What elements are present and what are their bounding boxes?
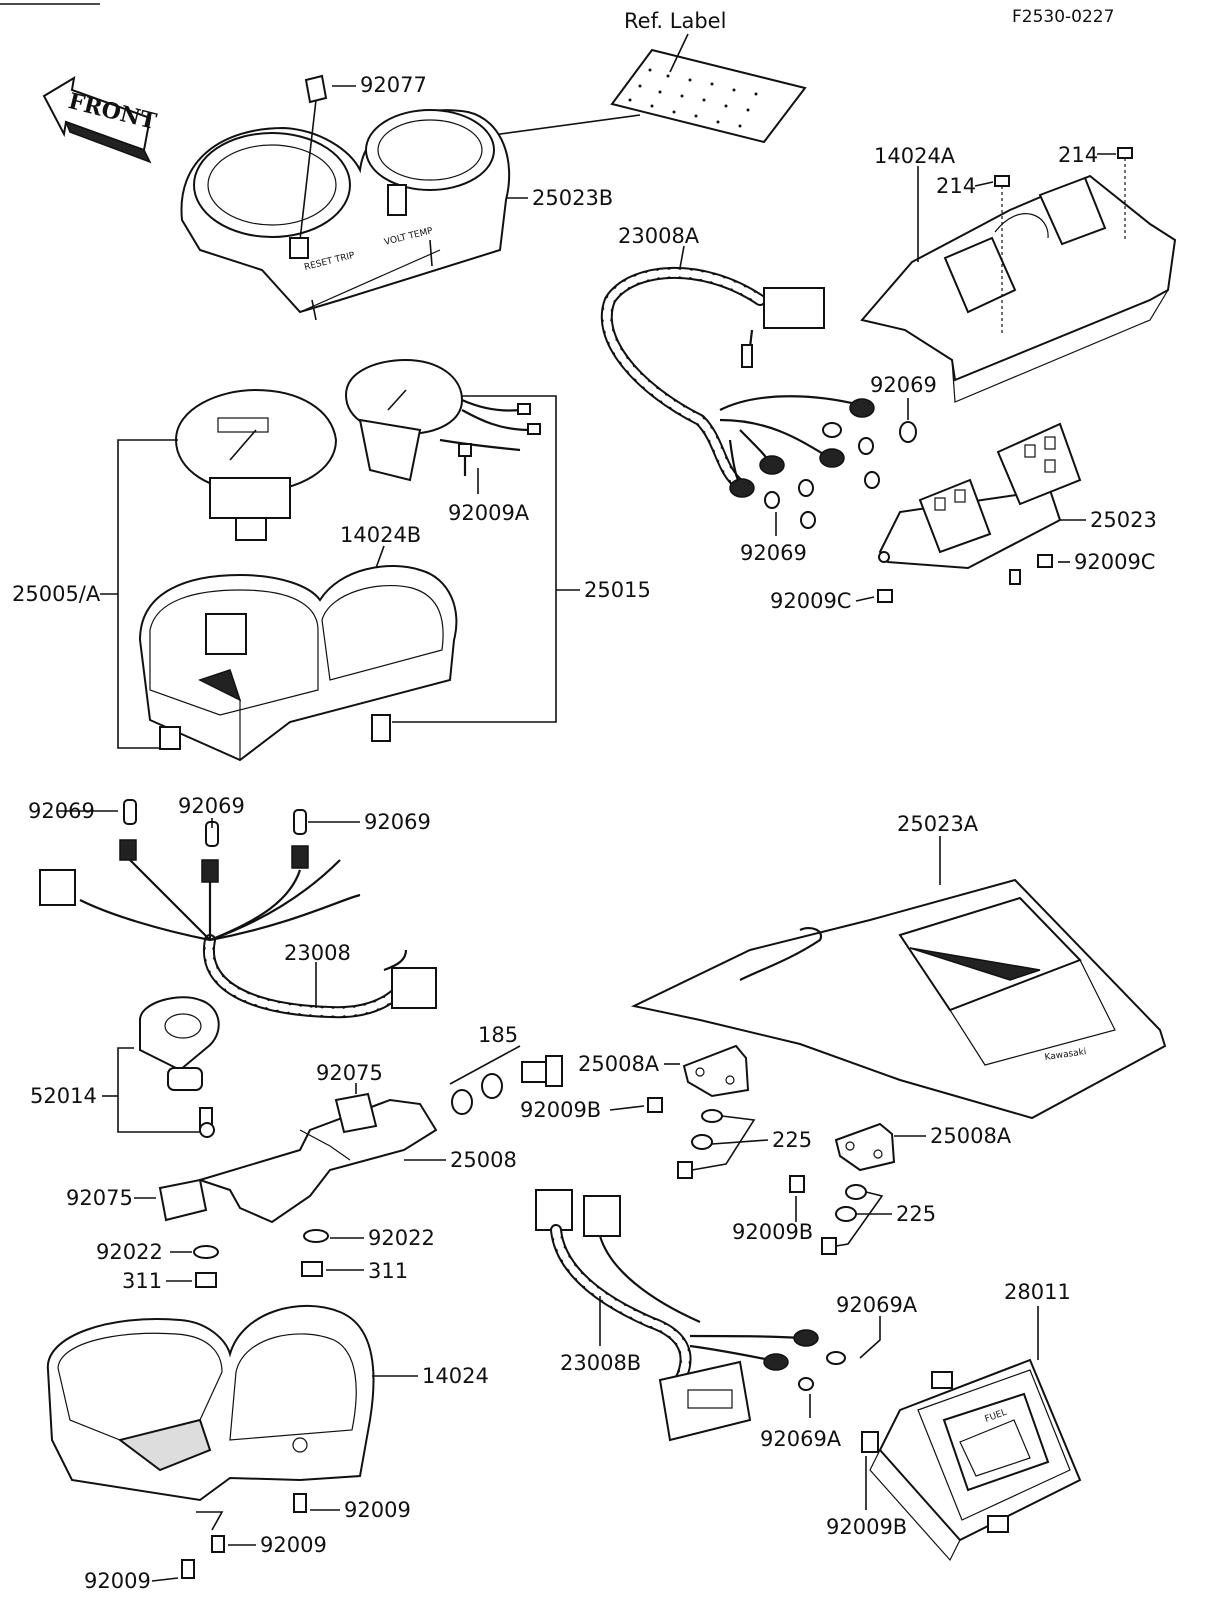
washers-92022-nuts-311 <box>193 1229 329 1288</box>
callout-225-a: 225 <box>772 1128 812 1152</box>
screw-92009C <box>877 554 1053 603</box>
callout-25008A-a: 25008A <box>578 1052 660 1076</box>
callout-25015: 25015 <box>584 578 651 602</box>
screws-92009B-washers-225 <box>647 1097 867 1255</box>
callout-92069-r2: 92069 <box>740 541 807 565</box>
callout-25023: 25023 <box>1090 508 1157 532</box>
callout-92009B-b: 92009B <box>732 1220 813 1244</box>
callout-214-a: 214 <box>936 174 976 198</box>
callout-92069A-b: 92069A <box>760 1427 842 1451</box>
callout-92069-l3: 92069 <box>364 810 431 834</box>
callout-92022-b: 92022 <box>368 1226 435 1250</box>
grommet-set-185 <box>451 1055 563 1115</box>
callout-28011: 28011 <box>1004 1280 1071 1304</box>
callout-92022-a: 92022 <box>96 1240 163 1264</box>
callout-225-b: 225 <box>896 1202 936 1226</box>
indicator-cover-14024A <box>860 174 1177 403</box>
callout-23008: 23008 <box>284 941 351 965</box>
meter-case-14024B <box>138 564 458 762</box>
callout-25008A-b: 25008A <box>930 1124 1012 1148</box>
screw-92009A <box>458 443 472 476</box>
callout-92069-l1: 92069 <box>28 799 95 823</box>
plate-25008A-upper <box>682 1044 750 1098</box>
callout-92009C-b: 92009C <box>770 589 851 613</box>
callout-25023A: 25023A <box>897 812 979 836</box>
stay-bracket-25008 <box>158 1092 438 1224</box>
callout-92009C-a: 92009C <box>1074 550 1155 574</box>
callout-92009-c: 92009 <box>84 1569 151 1593</box>
callout-52014: 52014 <box>30 1084 97 1108</box>
trip-reset-knob <box>289 74 407 259</box>
ref-label-sheet <box>610 48 807 144</box>
upper-meter-cover: RESET TRIP VOLT TEMP <box>180 109 511 321</box>
callout-92075-a: 92075 <box>316 1061 383 1085</box>
callout-92077: 92077 <box>360 73 427 97</box>
meter-panel-cover-25023A: Kawasaki <box>630 878 1167 1120</box>
callout-92069-l2: 92069 <box>178 794 245 818</box>
callout-25008: 25008 <box>450 1148 517 1172</box>
callout-214-b: 214 <box>1058 143 1098 167</box>
callout-25023B: 25023B <box>532 186 613 210</box>
callout-92009-a: 92009 <box>344 1498 411 1522</box>
callout-92009B-a: 92009B <box>520 1098 601 1122</box>
sensor-52014 <box>139 996 220 1138</box>
callout-92009A: 92009A <box>448 501 530 525</box>
front-arrow-icon: FRONT <box>42 76 160 164</box>
screw-214-a <box>994 175 1010 336</box>
callout-92069-r1: 92069 <box>870 373 937 397</box>
callout-23008A: 23008A <box>618 224 700 248</box>
callout-185: 185 <box>478 1023 518 1047</box>
callout-23008B: 23008B <box>560 1351 641 1375</box>
speedometer-assembly <box>174 388 338 541</box>
wiring-harness-23008B <box>535 1189 846 1442</box>
callout-92069A-a: 92069A <box>836 1293 918 1317</box>
mount-bolt <box>159 714 391 750</box>
plate-25008A-lower <box>834 1122 896 1172</box>
meter-housing-14024 <box>46 1304 375 1502</box>
callout-92009B-c: 92009B <box>826 1515 907 1539</box>
callout-92009-b: 92009 <box>260 1533 327 1557</box>
callout-14024B: 14024B <box>340 523 421 547</box>
callout-14024A: 14024A <box>874 144 956 168</box>
screw-214-b <box>1117 147 1133 240</box>
reference-code: F2530-0227 <box>1012 7 1114 27</box>
tachometer-assembly <box>344 358 541 482</box>
callout-25005-A: 25005/A <box>12 582 101 606</box>
callout-311-b: 311 <box>368 1259 408 1283</box>
callout-311-a: 311 <box>122 1269 162 1293</box>
wiring-harness-23008A <box>600 267 917 529</box>
callout-92075-b: 92075 <box>66 1186 133 1210</box>
ref-label-caption: Ref. Label <box>624 9 726 33</box>
wiring-harness-23008 <box>39 799 437 1019</box>
callout-14024: 14024 <box>422 1364 489 1388</box>
screws-92009 <box>181 1493 307 1579</box>
fuel-gauge-28011: FUEL <box>861 1358 1082 1562</box>
indicator-bracket-25023 <box>878 422 1082 570</box>
